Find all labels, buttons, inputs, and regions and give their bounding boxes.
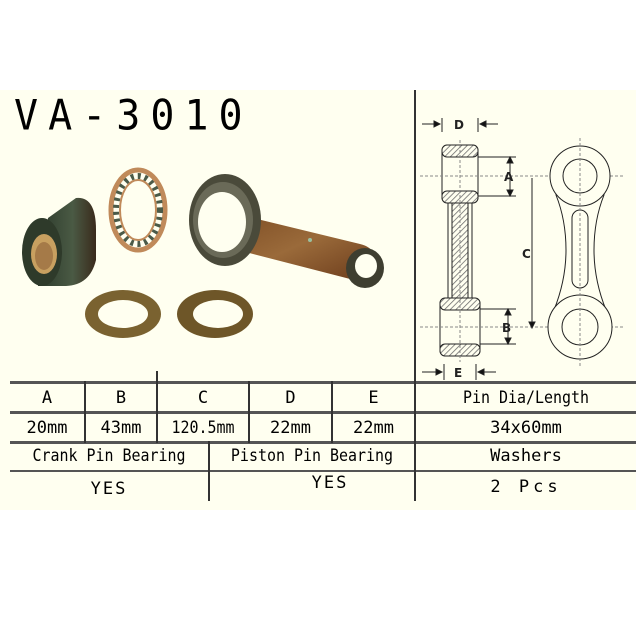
- piston-pin-bearing-image: [22, 197, 96, 286]
- label-b: B: [502, 321, 511, 335]
- header-a: A: [41, 387, 53, 408]
- header-washers: Washers: [490, 446, 562, 466]
- label-a: A: [504, 170, 514, 184]
- value-b: 43mm: [100, 417, 142, 438]
- connecting-rod-image: [189, 174, 384, 288]
- value-piston-pin-bearing: YES: [311, 473, 349, 493]
- washer-image-2: [177, 290, 253, 338]
- value-pin-dia-length: 34x60mm: [490, 417, 562, 438]
- value-e: 22mm: [353, 417, 394, 438]
- washer-image-1: [85, 290, 161, 338]
- header-c: C: [197, 387, 209, 408]
- label-c: C: [522, 247, 531, 261]
- value-washers: 2 Pcs: [490, 477, 562, 497]
- product-code: VA-3010: [14, 91, 253, 141]
- header-d: D: [285, 387, 296, 408]
- section-divider: [414, 90, 416, 382]
- header-crank-pin-bearing: Crank Pin Bearing: [32, 446, 186, 466]
- label-e: E: [454, 366, 462, 380]
- value-a: 20mm: [26, 417, 68, 438]
- header-piston-pin-bearing: Piston Pin Bearing: [230, 446, 394, 466]
- parts-photo: [22, 167, 384, 338]
- value-d: 22mm: [270, 417, 311, 438]
- header-e: E: [368, 387, 379, 408]
- label-d: D: [454, 118, 464, 132]
- header-b: B: [115, 387, 127, 408]
- value-crank-pin-bearing: YES: [90, 479, 128, 499]
- header-pin-dia-length: Pin Dia/Length: [462, 387, 590, 408]
- value-c: 120.5mm: [171, 417, 235, 438]
- product-sheet: VA-3010: [0, 90, 636, 510]
- crank-pin-bearing-image: [108, 167, 168, 253]
- dimension-drawing: D A C B E: [420, 118, 624, 380]
